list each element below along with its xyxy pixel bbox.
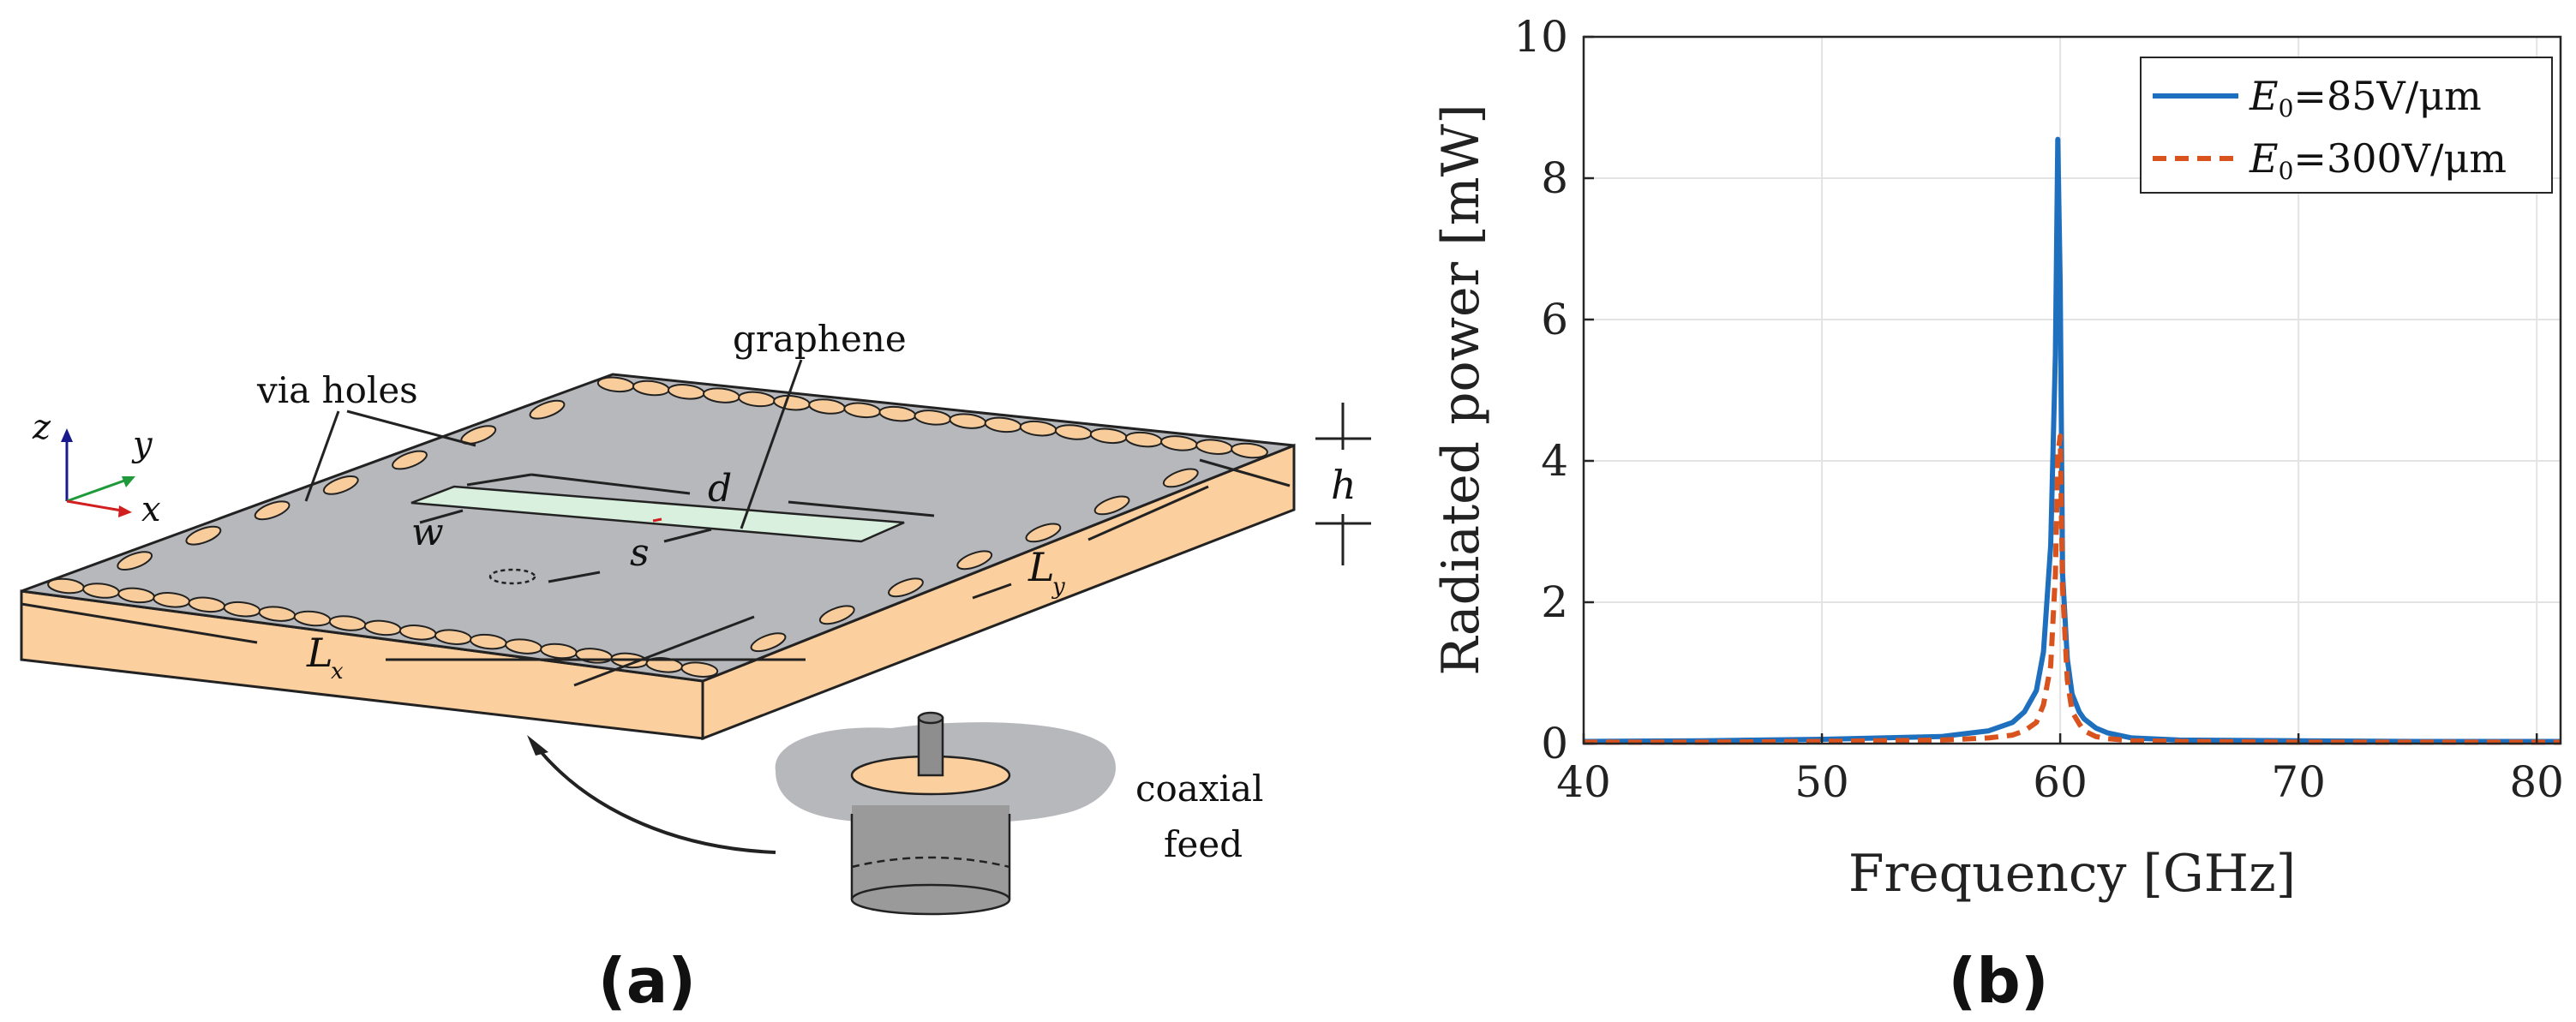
via-hole	[1162, 468, 1199, 488]
via-hole	[750, 632, 787, 653]
via-hole	[185, 525, 222, 546]
x-tick-label: 40	[1556, 757, 1611, 807]
series-line-85	[1583, 136, 2561, 744]
via-holes-label: via holes	[256, 369, 418, 411]
y-axis-title: Radiated power [mW]	[1431, 104, 1491, 675]
via-hole	[818, 605, 855, 625]
y-tick-label: 0	[1541, 719, 1568, 768]
coordinate-axes	[61, 428, 135, 517]
legend-box	[2140, 57, 2553, 194]
via-hole	[322, 475, 359, 495]
feed-aperture	[488, 568, 536, 585]
panel-a-caption: (a)	[598, 945, 696, 1017]
via-hole	[888, 577, 924, 598]
feed-arrow	[534, 744, 776, 854]
via-hole	[680, 661, 719, 678]
via-hole	[392, 450, 428, 470]
dimension-lines	[21, 403, 1371, 687]
via-hole	[529, 399, 566, 420]
panel-b-caption: (b)	[1948, 945, 2048, 1017]
axis-z-label: z	[32, 408, 51, 447]
s-label: s	[630, 531, 650, 575]
svg-text:L: L	[1027, 544, 1055, 590]
via-hole	[254, 500, 291, 521]
x-tick-label: 80	[2509, 757, 2564, 807]
coax-pin-top	[917, 711, 944, 725]
x-tick-label: 70	[2271, 757, 2326, 807]
top-metal-face	[21, 373, 1295, 683]
via-hole	[956, 550, 993, 571]
svg-text:x: x	[331, 659, 344, 684]
graphene-strip	[410, 485, 905, 543]
chart-legend: E0=85V/μm E0=300V/μm	[2140, 57, 2553, 194]
ly-label: L y	[1027, 544, 1065, 600]
coax-hidden-edge	[851, 856, 1010, 869]
legend-entry-300: E0=300V/μm	[2249, 135, 2507, 185]
coaxial-label: coaxial	[1135, 768, 1263, 810]
lx-label: L x	[306, 630, 344, 684]
svg-text:y: y	[1051, 574, 1065, 600]
series-line-300	[1584, 433, 2561, 745]
chart-series	[1583, 136, 2561, 745]
d-label: d	[708, 467, 732, 511]
feed-arrowhead	[527, 735, 548, 756]
radiated-power-chart: 40 50 60 70 80 0 2 4 6 8 10 Frequency [GHz] Radiat…	[1431, 12, 2564, 1017]
feed-label: feed	[1164, 823, 1243, 865]
x-tick-label: 50	[1794, 757, 1849, 807]
feed-mark	[652, 517, 662, 523]
svg-text:L: L	[306, 630, 333, 676]
y-tick-label: 6	[1541, 295, 1568, 344]
x-tick-label: 60	[2033, 757, 2088, 807]
via-hole	[1025, 523, 1062, 543]
y-tick-label: 2	[1541, 577, 1568, 627]
via-hole	[117, 551, 153, 571]
coaxial-feed	[527, 711, 1116, 916]
chart-ticks: 40 50 60 70 80 0 2 4 6 8 10	[1513, 12, 2564, 807]
y-tick-label: 8	[1541, 153, 1568, 203]
via-hole-array	[47, 376, 1268, 678]
coax-bottom	[850, 883, 1011, 916]
w-label: w	[411, 511, 444, 554]
graphene-label: graphene	[733, 318, 907, 360]
legend-entry-85: E0=85V/μm	[2249, 73, 2482, 123]
label-leaders	[304, 359, 803, 529]
y-tick-label: 10	[1513, 12, 1568, 62]
x-axis-title: Frequency [GHz]	[1848, 844, 2296, 904]
axis-x-label: x	[141, 490, 161, 529]
antenna-schematic-panel: via holes graphene d w s h L x L y z y x…	[20, 318, 1371, 1017]
plot-frame	[1582, 35, 2562, 745]
coax-outer-body	[852, 805, 1009, 899]
via-hole	[1231, 442, 1268, 459]
axis-y-label: y	[131, 425, 153, 464]
h-label: h	[1331, 462, 1357, 508]
via-hole	[1093, 495, 1130, 516]
coax-pin	[917, 716, 944, 777]
y-tick-label: 4	[1541, 436, 1568, 486]
